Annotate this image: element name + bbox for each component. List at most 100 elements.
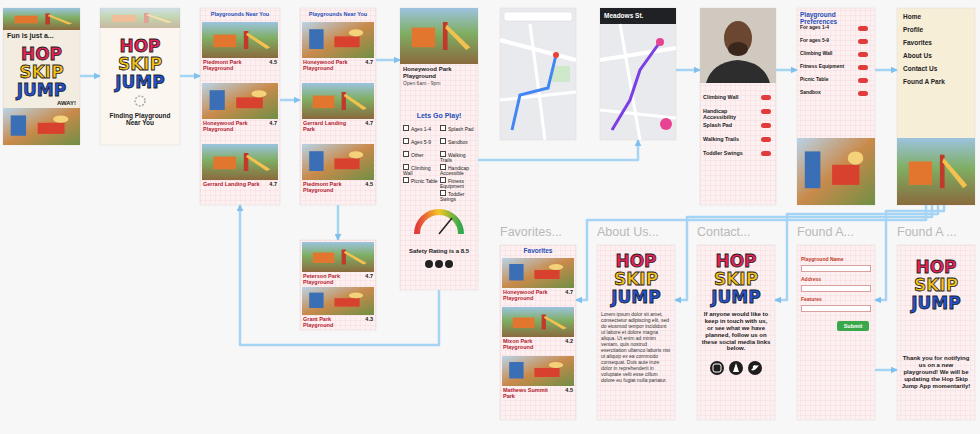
screen-text: 4.7 xyxy=(361,120,373,126)
screen-node: Honeywood Park PlaygroundOpen 6am - 9pmL… xyxy=(400,8,478,290)
screen-frame xyxy=(3,8,80,145)
screen-text: For ages 5-9 xyxy=(800,38,854,44)
screen-frame xyxy=(897,245,975,420)
screen-text: Honeywood Park Playground xyxy=(203,120,263,133)
screen-text: Playgrounds Near You xyxy=(304,11,372,17)
profile-portrait xyxy=(728,42,748,56)
map-view xyxy=(612,42,660,130)
map-view xyxy=(552,66,570,82)
screen-frame xyxy=(697,245,775,420)
map-view xyxy=(600,48,676,60)
screen-text: SKIP xyxy=(3,64,80,81)
social-icon xyxy=(425,260,762,375)
screen-text: Mathews Summit Park xyxy=(503,387,559,400)
screen-text: Walking Trails xyxy=(440,151,475,164)
screen-text: AWAY! xyxy=(39,100,76,107)
profile-portrait xyxy=(700,8,776,83)
screen-text: Handicap Accessibility xyxy=(703,108,757,120)
screen-node: HOPSKIPJUMP Finding Playground Near You xyxy=(100,8,180,145)
screen-node: Found A ...HOPSKIPJUMPThank you for noti… xyxy=(897,245,975,420)
screen-text: Climbing Wall xyxy=(800,51,854,57)
screen-text: Toddler Swings xyxy=(440,190,475,203)
screen-text: Meadows St. xyxy=(604,12,672,19)
map-view xyxy=(512,55,556,130)
screen-frame xyxy=(400,8,478,290)
screen-text: 4.3 xyxy=(361,316,373,322)
social-icon xyxy=(435,260,443,268)
screen-frame xyxy=(897,8,975,205)
screen-text: Gerrard Landing Park xyxy=(303,120,359,133)
screen-text: Picnic Table xyxy=(800,77,854,83)
screen-frame xyxy=(700,8,776,205)
screen-text: Splash Pad xyxy=(703,122,757,128)
screen-text: Found A... xyxy=(797,226,854,240)
map-view xyxy=(600,110,676,118)
screen-text: HOP xyxy=(100,38,180,55)
screen-text: Lorem ipsum dolor sit amet, consectetur … xyxy=(601,311,671,383)
screen-frame xyxy=(3,8,975,420)
social-icon xyxy=(425,260,433,268)
safety-gauge xyxy=(439,218,452,234)
screen-text: Piedmont Park Playground xyxy=(203,59,263,72)
map-view xyxy=(530,24,545,140)
park-photo xyxy=(400,8,478,64)
screen-text: Fitness Equipment xyxy=(800,64,854,70)
screen-text: Honeywood Park Playground xyxy=(403,66,475,80)
park-photo xyxy=(202,144,278,180)
safety-gauge xyxy=(417,212,461,234)
screen-text: Finding Playground Near You xyxy=(103,112,177,127)
screen-text: Peterson Park Playground xyxy=(303,273,359,286)
screen-text: Toddler Swings xyxy=(703,150,757,156)
park-photo xyxy=(3,108,80,145)
screen-text: For ages 1-4 xyxy=(800,25,854,31)
screen-text: Profile xyxy=(903,26,965,33)
park-photo xyxy=(3,8,80,30)
screen-text: JUMP xyxy=(597,289,675,306)
screen-text: Fun is just a... xyxy=(7,32,76,40)
screen-node: Playgrounds Near YouHoneywood Park Playg… xyxy=(300,8,376,205)
screen-text: Favorites xyxy=(503,247,573,254)
park-photo xyxy=(502,307,574,337)
map-view xyxy=(500,8,676,140)
park-photo xyxy=(202,83,278,119)
screen-text: Fitness Equipment xyxy=(440,177,475,190)
screen-text: 4.5 xyxy=(265,59,277,65)
screen-text: Other xyxy=(403,151,438,158)
screen-text: SKIP xyxy=(697,271,775,288)
screen-text: Climbing Wall xyxy=(703,94,757,100)
screen-text: JUMP xyxy=(897,295,975,312)
screen-text: Splash Pad xyxy=(440,125,475,132)
screen-frame xyxy=(797,8,875,205)
screen-frame xyxy=(500,245,576,420)
social-icon xyxy=(713,364,721,372)
screen-text: Honeywood Park Playground xyxy=(303,59,359,72)
park-photo xyxy=(302,242,374,272)
screen-node: Found A...Playground NameAddressFeatures… xyxy=(797,245,875,420)
profile-portrait xyxy=(700,8,776,83)
screen-text: Ages 5-9 xyxy=(403,138,438,145)
flow-connector xyxy=(875,69,897,72)
screen-text: Favorites xyxy=(903,39,965,46)
screen-node: Favorites...FavoritesHoneywood Park Play… xyxy=(500,245,576,420)
screen-text: 4.7 xyxy=(561,289,573,295)
screen-text: HOP xyxy=(897,259,975,276)
screen-text: HOP xyxy=(3,46,80,63)
screen-text: Honeywood Park Playground xyxy=(503,289,559,302)
screen-text: JUMP xyxy=(100,74,180,91)
screen-text: Submit xyxy=(837,321,869,331)
screen-text: Playground Preferences xyxy=(800,11,872,26)
screen-text: Features xyxy=(801,297,871,303)
screen-text: JUMP xyxy=(3,82,80,99)
profile-portrait xyxy=(724,21,752,55)
screen-text: SKIP xyxy=(100,56,180,73)
screen-frame xyxy=(100,8,180,145)
map-view xyxy=(656,38,664,46)
screen-text: Sandbox xyxy=(800,90,854,96)
screen-frame xyxy=(300,8,376,205)
screen-text: Gerrard Landing Park xyxy=(203,181,263,187)
flow-connector xyxy=(80,75,100,78)
screen-text: Address xyxy=(801,277,871,283)
park-photo xyxy=(302,22,374,58)
flow-connector xyxy=(180,75,200,78)
